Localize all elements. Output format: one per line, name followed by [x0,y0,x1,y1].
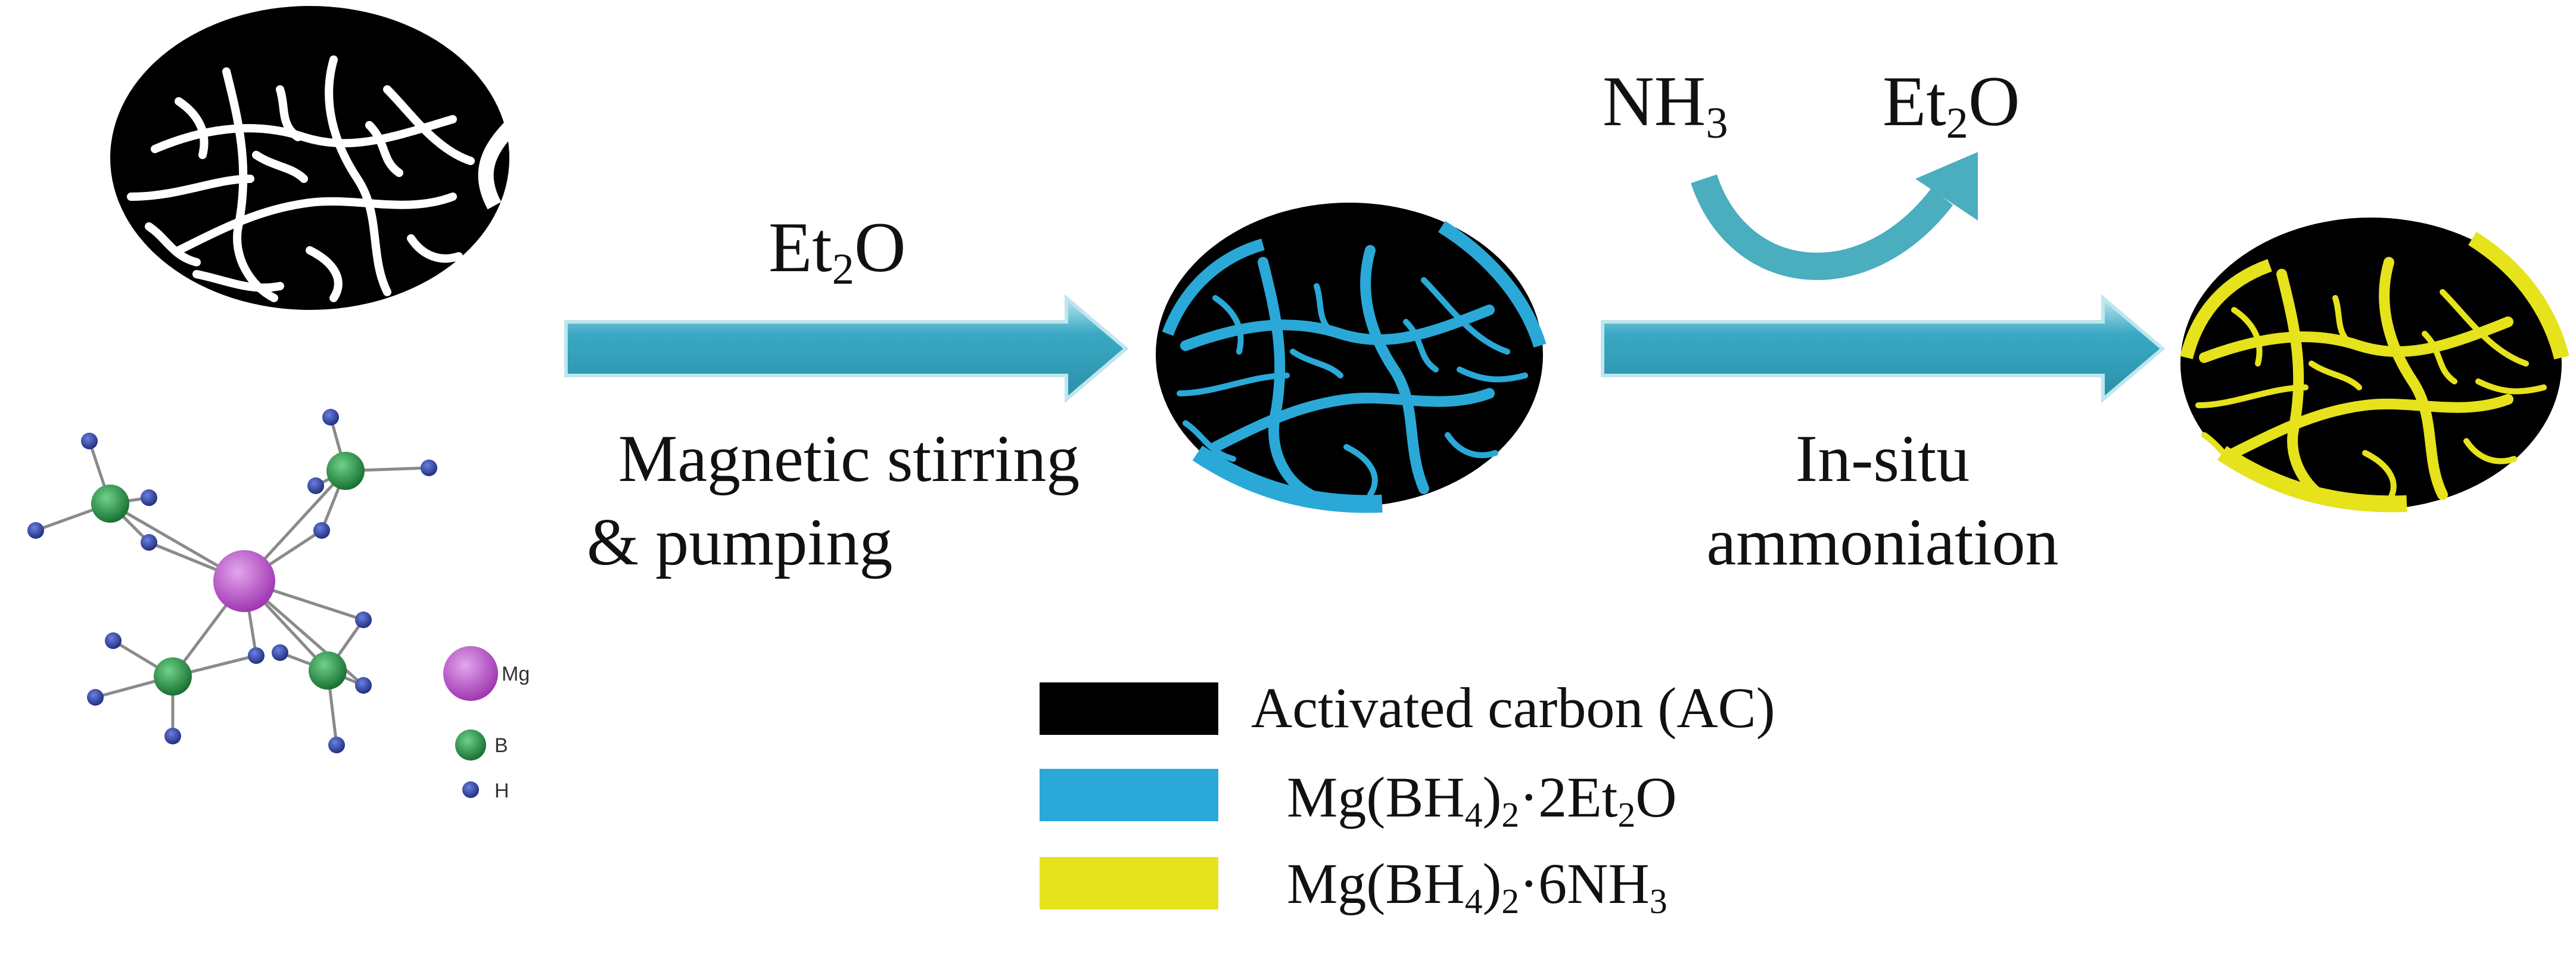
step2-process-line1: In-situ [1795,422,1970,496]
key-label-b: B [494,734,508,757]
step1-process-label: Magnetic stirring & pumping [569,417,1129,584]
legend-swatch-mg-nh3 [1040,857,1218,909]
process-arrow-2 [1601,294,2166,403]
step1-solvent-label: Et2O [769,207,906,294]
step2-reactant-label: NH3 [1603,61,1728,148]
step2-product-label: Et2O [1883,61,2020,148]
gas-exchange-curved-arrow [1691,152,1978,280]
key-label-mg: Mg [502,663,530,685]
legend-label-mg-nh3: Mg(BH4)2·6NH3 [1287,852,1667,921]
legend-label-carbon: Activated carbon (AC) [1251,676,1775,740]
step1-process-line2: & pumping [587,505,893,579]
step1-process-line1: Magnetic stirring [618,422,1080,496]
legend-label-mg-et2o: Mg(BH4)2·2Et2O [1287,765,1677,834]
key-label-h: H [494,780,509,802]
legend-swatch-carbon [1040,682,1218,735]
process-arrow-1 [564,294,1129,403]
step2-process-line2: ammoniation [1706,505,2059,579]
step2-process-label: In-situ ammoniation [1603,417,2163,584]
activated-carbon-pellet [110,6,518,310]
mg-bh4-molecule-model [27,409,498,798]
mg-nh3-loaded-pellet [2180,218,2569,513]
mg-et2o-loaded-pellet [1156,203,1547,513]
legend-swatch-mg-et2o [1040,769,1218,821]
